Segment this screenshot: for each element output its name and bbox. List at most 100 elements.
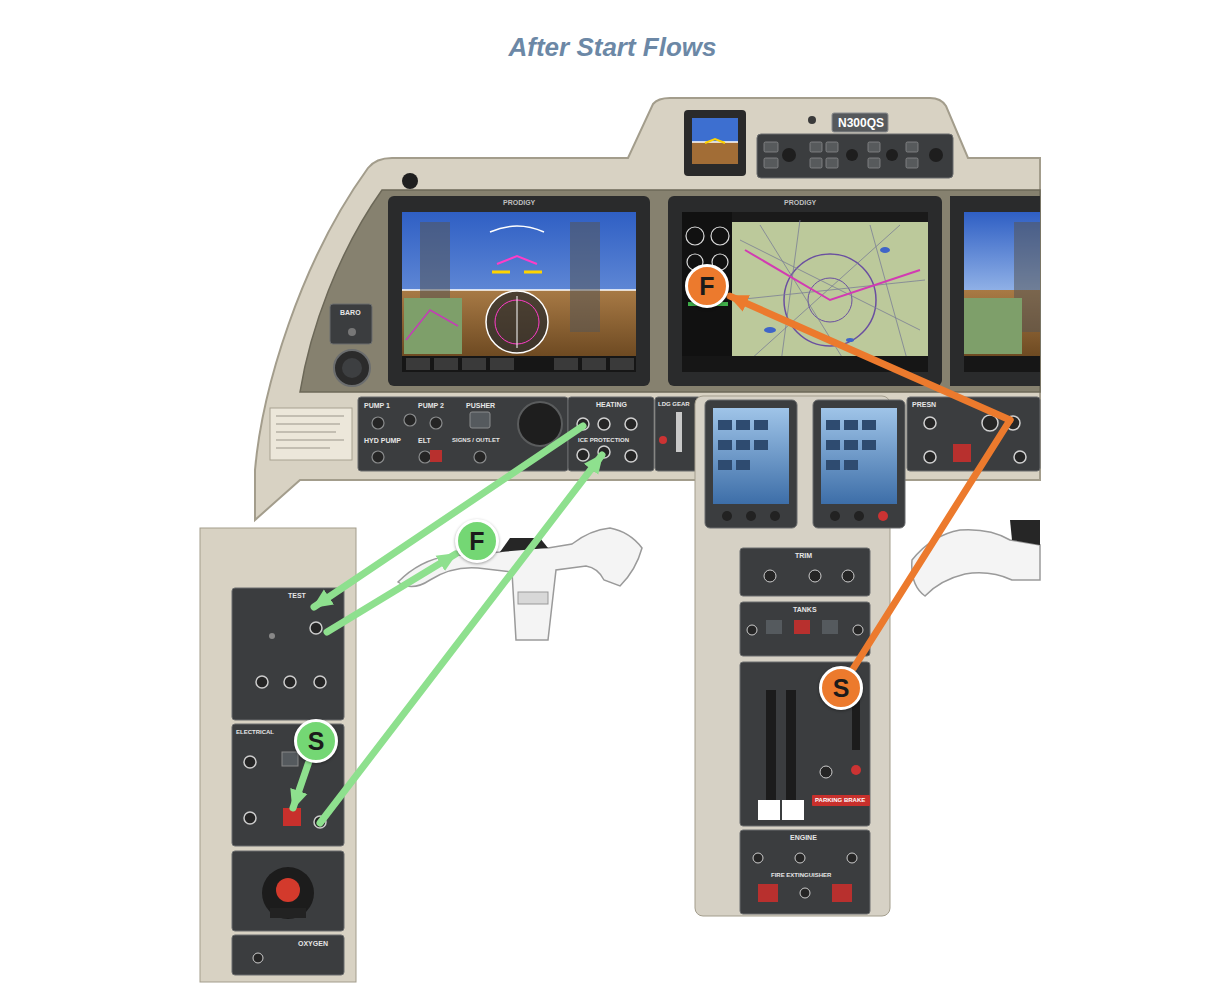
illustration-circle — [747, 625, 757, 635]
panel-label: PUSHER — [466, 402, 495, 409]
illustration-line — [276, 424, 340, 425]
illustration-g — [406, 358, 634, 370]
illustration-rect — [676, 412, 682, 452]
illustration-circle — [929, 148, 943, 162]
illustration-rect — [270, 908, 306, 918]
illustration-rect — [434, 358, 458, 370]
illustration-g — [764, 142, 918, 168]
illustration-circle — [314, 816, 326, 828]
illustration-rect — [388, 196, 650, 386]
illustration-path — [500, 538, 548, 552]
illustration-rect — [766, 620, 782, 634]
panel-label: PRODIGY — [784, 199, 816, 206]
panel-label: TANKS — [793, 606, 817, 613]
illustration-rect — [740, 662, 870, 826]
step-circle: S — [819, 666, 863, 710]
illustration-path — [745, 250, 920, 300]
illustration-rect — [764, 158, 778, 168]
illustration-circle — [1006, 416, 1020, 430]
illustration-g — [577, 418, 637, 462]
step-circle: S — [294, 719, 338, 763]
panel-label: PRESN — [912, 401, 936, 408]
illustration-rect — [736, 420, 750, 430]
flow-arrow-segment — [853, 420, 1010, 669]
illustration-rect — [705, 400, 797, 528]
illustration-rect — [757, 134, 953, 178]
illustration-ellipse — [880, 247, 890, 253]
illustration-circle — [782, 148, 796, 162]
illustration-rect — [713, 408, 789, 504]
illustration-circle — [372, 451, 384, 463]
illustration-rect — [810, 158, 822, 168]
illustration-circle — [842, 570, 854, 582]
illustration-rect — [907, 397, 1040, 471]
illustration-circle — [334, 350, 370, 386]
illustration-circle — [854, 511, 864, 521]
illustration-g — [718, 420, 768, 470]
illustration-rect — [736, 460, 750, 470]
illustration-rect — [462, 358, 486, 370]
illustration-circle — [474, 451, 486, 463]
illustration-path — [406, 310, 458, 340]
illustration-rect — [283, 808, 301, 826]
panel-label: PARKING BRAKE — [815, 797, 865, 803]
illustration-path — [492, 271, 542, 274]
illustration-rect — [821, 408, 897, 504]
flow-arrow-segment — [327, 554, 456, 632]
illustration-rect — [402, 356, 636, 372]
illustration-rect — [668, 196, 942, 386]
step-circle: F — [455, 519, 499, 563]
illustration-circle — [419, 451, 431, 463]
illustration-rect — [490, 358, 514, 370]
step-letter: F — [469, 529, 484, 554]
panel-label: BARO — [340, 309, 361, 316]
illustration-circle — [1014, 451, 1026, 463]
illustration-circle — [598, 446, 610, 458]
panel-label: TEST — [288, 592, 306, 599]
illustration-path — [1010, 520, 1040, 545]
illustration-circle — [924, 417, 936, 429]
illustration-rect — [582, 358, 606, 370]
illustration-rect — [868, 158, 880, 168]
illustration-rect — [844, 460, 858, 470]
illustration-rect — [740, 830, 870, 914]
illustration-path — [740, 240, 920, 330]
illustration-g — [826, 420, 876, 470]
illustration-circle — [820, 766, 832, 778]
illustration-circle — [764, 570, 776, 582]
illustration-circle — [659, 436, 667, 444]
illustration-circle — [846, 149, 858, 161]
illustration-path — [497, 256, 537, 264]
illustration-circle — [256, 676, 268, 688]
illustration-rect — [964, 298, 1022, 354]
illustration-rect — [826, 460, 840, 470]
illustration-ellipse — [764, 327, 776, 333]
illustration-rect — [200, 528, 356, 982]
illustration-rect — [732, 212, 928, 372]
illustration-circle — [262, 867, 314, 919]
illustration-circle — [795, 853, 805, 863]
illustration-path — [255, 98, 1040, 520]
illustration-g — [924, 415, 1026, 463]
panel-label: N300QS — [838, 117, 884, 129]
illustration-rect — [766, 690, 776, 802]
illustration-rect — [232, 588, 344, 720]
illustration-line — [692, 141, 738, 143]
illustration-rect — [402, 212, 636, 372]
illustration-rect — [610, 358, 634, 370]
illustration-circle — [372, 417, 384, 429]
illustration-rect — [740, 548, 870, 596]
illustration-rect — [832, 884, 852, 902]
illustration-circle — [686, 227, 704, 245]
illustration-circle — [847, 853, 857, 863]
illustration-rect — [810, 142, 822, 152]
step-circle: F — [685, 264, 729, 308]
panel-label: ENGINE — [790, 834, 817, 841]
illustration-rect — [832, 113, 888, 132]
illustration-rect — [826, 440, 840, 450]
illustration-path — [780, 220, 800, 370]
panel-label: FIRE EXTINGUISHER — [771, 872, 831, 878]
illustration-rect — [754, 420, 768, 430]
panel-label: LDG GEAR — [658, 401, 690, 407]
